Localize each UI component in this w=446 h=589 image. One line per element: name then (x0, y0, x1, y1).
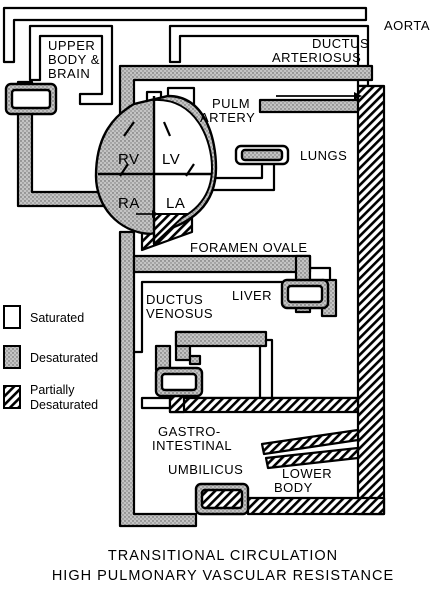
aorta-label: AORTA (384, 18, 430, 33)
lv-label: LV (162, 151, 180, 168)
legend-partially-label-2: Desaturated (30, 398, 98, 412)
ductus-venosus-label-2: VENOSUS (146, 306, 213, 321)
legend-partially-label-1: Partially (30, 383, 75, 397)
foramen-ovale-label: FORAMEN OVALE (190, 240, 308, 255)
gastro-label-1: GASTRO- (158, 424, 221, 439)
organs (4, 82, 330, 516)
lower-body-label-1: LOWER (282, 466, 332, 481)
lower-body-label-2: BODY (274, 480, 313, 495)
lungs-label: LUNGS (300, 148, 347, 163)
rv-label: RV (118, 151, 140, 168)
legend-saturated-swatch (3, 305, 21, 329)
legend-partially-swatch (3, 385, 21, 409)
legend-desaturated-swatch (3, 345, 21, 369)
labels: AORTA UPPER BODY & BRAIN DUCTUS ARTERIOS… (48, 18, 430, 495)
ra-label: RA (118, 195, 140, 212)
umbilicus-label: UMBILICUS (168, 462, 243, 477)
caption: TRANSITIONAL CIRCULATION HIGH PULMONARY … (52, 548, 394, 584)
ductus-venosus-label-1: DUCTUS (146, 292, 203, 307)
partially-desaturated-vessels (140, 84, 386, 516)
ductus-arteriosus-label-2: ARTERIOSUS (272, 50, 361, 65)
la-label: LA (166, 195, 185, 212)
heart (94, 94, 218, 247)
legend: Saturated Desaturated Partially Desatura… (3, 305, 98, 412)
ductus-arteriosus-label-1: DUCTUS (312, 36, 369, 51)
upper-body-label-1: UPPER (48, 38, 95, 53)
caption-line-1: TRANSITIONAL CIRCULATION (108, 548, 338, 564)
caption-line-2: HIGH PULMONARY VASCULAR RESISTANCE (52, 568, 394, 584)
upper-body-label-2: BODY & (48, 52, 100, 67)
pulm-artery-label-1: PULM (212, 96, 250, 111)
gastro-label-2: INTESTINAL (152, 438, 232, 453)
ductus-flow-arrow (276, 92, 362, 100)
legend-saturated-label: Saturated (30, 311, 84, 325)
legend-desaturated-label: Desaturated (30, 351, 98, 365)
pulm-artery-label-2: ARTERY (200, 110, 255, 125)
liver-label: LIVER (232, 288, 272, 303)
upper-body-label-3: BRAIN (48, 66, 90, 81)
